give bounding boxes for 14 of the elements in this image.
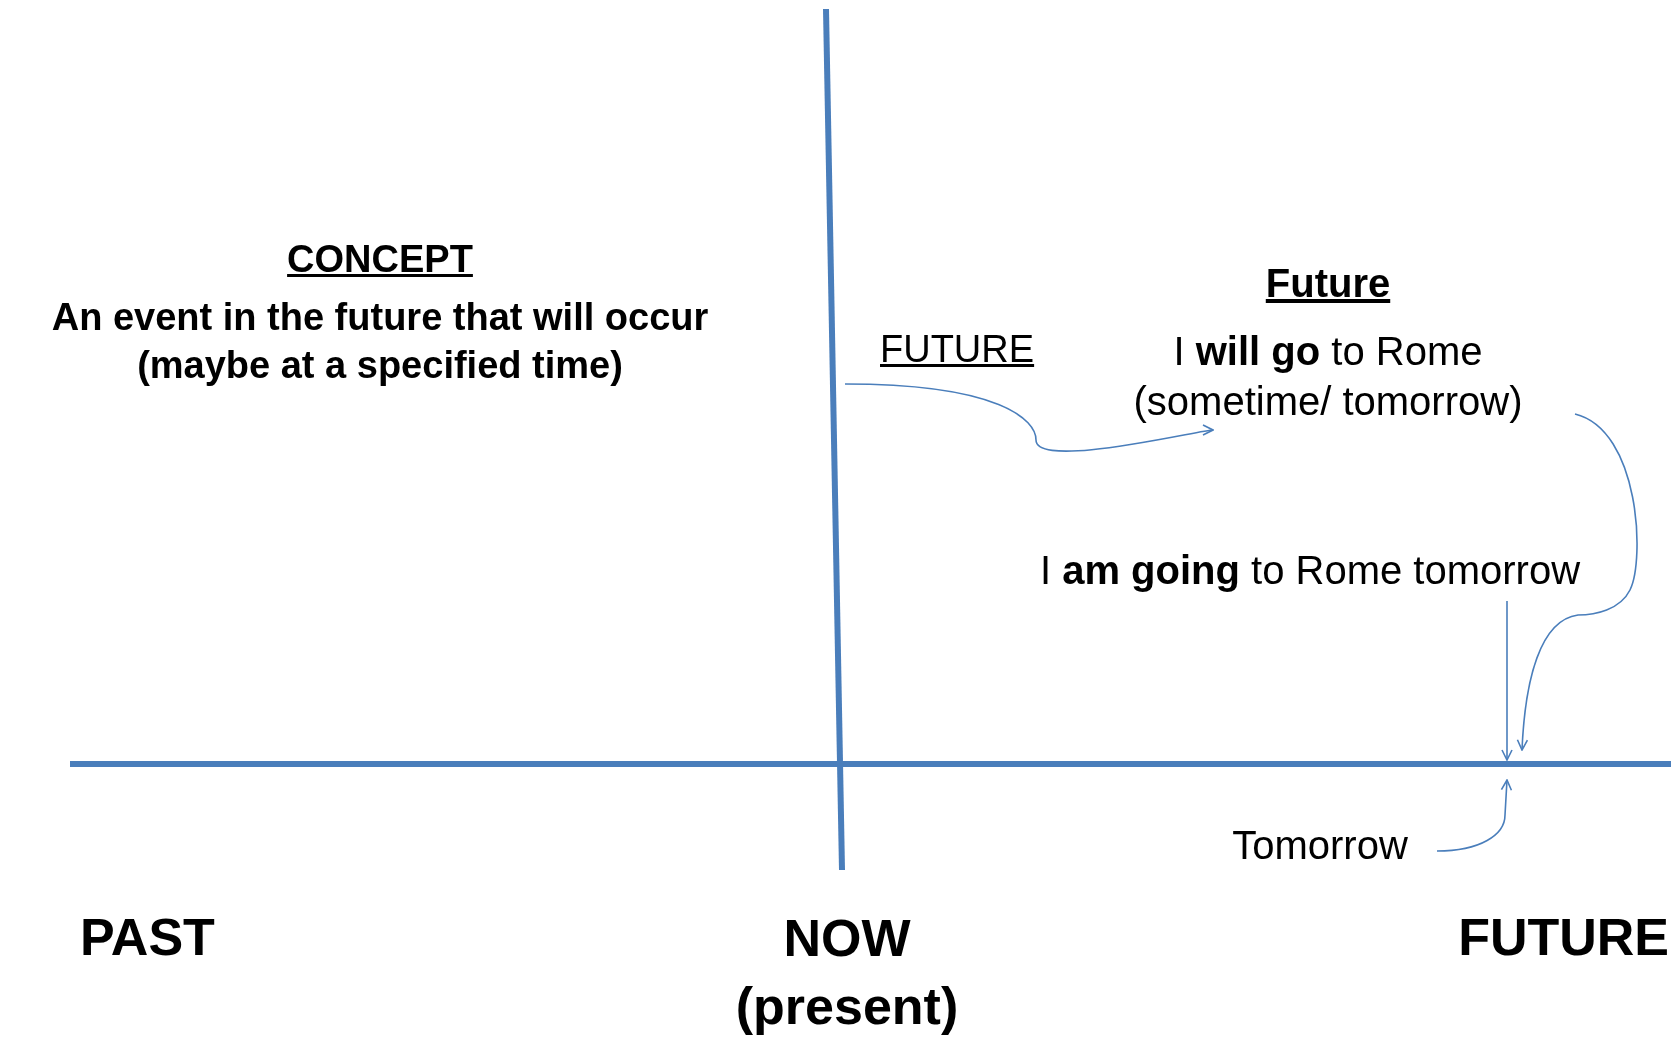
timeline-label: PAST: [80, 907, 216, 968]
timeline-label: FUTURE: [1457, 907, 1669, 968]
heading: Future: [1264, 260, 1392, 307]
point-label: Tomorrow: [1231, 822, 1409, 869]
timeline-label: NOW (present): [734, 908, 960, 1037]
concept-text: An event in the future that will occur (maybe at a specified time): [50, 295, 710, 388]
arrow: [1516, 413, 1638, 751]
example-sentence: I am going to Rome tomorrow: [1038, 547, 1582, 594]
arrow: [1501, 600, 1513, 761]
arrow: [844, 383, 1214, 452]
heading: CONCEPT: [286, 237, 474, 282]
arrow: [1436, 779, 1513, 852]
section-label: FUTURE: [880, 327, 1036, 372]
example-sentence: I will go to Rome (sometime/ tomorrow): [1132, 328, 1524, 425]
